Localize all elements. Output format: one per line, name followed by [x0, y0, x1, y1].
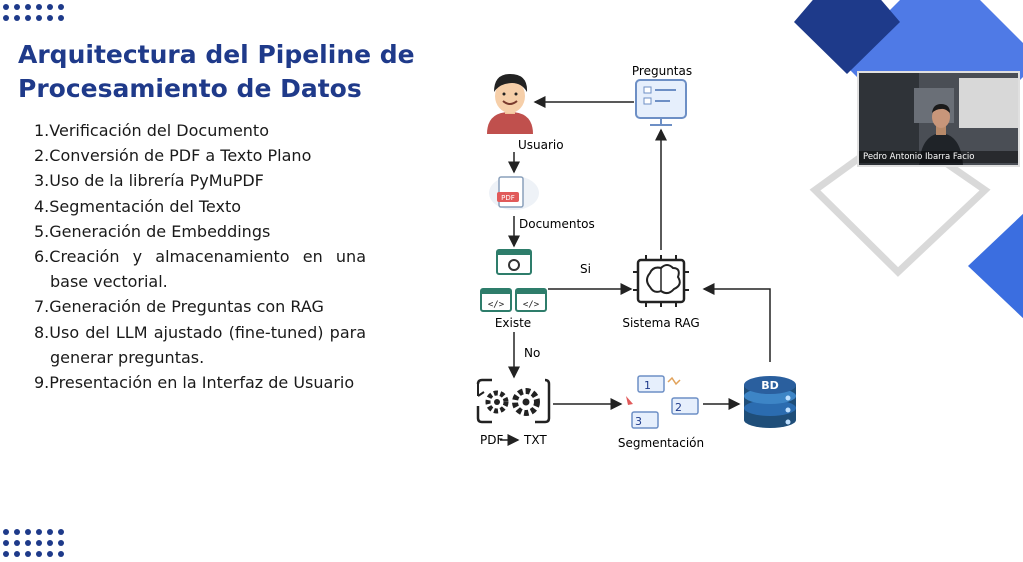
questions-screen-icon: [635, 79, 687, 126]
list-item: 3.Uso de la librería PyMuPDF: [34, 171, 264, 191]
code-windows-icon: </> </>: [480, 288, 547, 312]
label-sistema-rag: Sistema RAG: [622, 316, 699, 330]
diamond-dark-top: [794, 0, 900, 74]
list-item: 8.Uso del LLM ajustado (fine-tuned) para…: [34, 322, 366, 367]
participant-video-tile[interactable]: Pedro Antonio Ibarra Facio: [857, 71, 1020, 167]
label-usuario: Usuario: [518, 138, 564, 152]
documents-icon: PDF: [489, 176, 539, 210]
bd-label: BD: [761, 379, 779, 392]
pdf-badge: PDF: [501, 194, 515, 202]
video-feed: [859, 73, 1018, 165]
slide-title: Arquitectura del Pipeline de Procesamien…: [18, 40, 415, 103]
list-item: 9.Presentación en la Interfaz de Usuario: [34, 373, 355, 393]
label-documentos: Documentos: [519, 217, 595, 231]
conversion-gears-icon: [476, 378, 551, 424]
label-txt: TXT: [523, 433, 547, 447]
database-icon: BD: [744, 376, 796, 428]
label-segmentacion: Segmentación: [618, 436, 704, 450]
list-item: 4.Segmentación del Texto: [34, 196, 242, 216]
label-no: No: [524, 346, 540, 360]
diamond-light-right: [968, 213, 1023, 319]
decorative-dots-bottom: [3, 529, 64, 557]
decorative-dots-top: [3, 4, 64, 21]
label-si: Si: [580, 262, 591, 276]
list-item: 7.Generación de Preguntas con RAG: [34, 297, 324, 317]
list-item: 6.Creación y almacenamiento en una base …: [34, 247, 366, 292]
participant-name: Pedro Antonio Ibarra Facio: [859, 151, 1018, 163]
label-pdf: PDF: [480, 433, 503, 447]
list-item: 1.Verificación del Documento: [34, 121, 269, 140]
svg-text:2: 2: [675, 401, 682, 414]
label-preguntas: Preguntas: [632, 64, 692, 78]
label-existe: Existe: [495, 316, 531, 330]
svg-text:</>: </>: [488, 300, 505, 310]
pipeline-diagram: PDF </> </>: [476, 64, 796, 450]
diamond-outline: [809, 125, 991, 277]
flow-arrows: [500, 96, 771, 446]
svg-text:</>: </>: [523, 300, 540, 310]
svg-text:3: 3: [635, 415, 642, 428]
gear-window-icon: [496, 249, 532, 275]
svg-text:1: 1: [644, 379, 651, 392]
segmentation-icon: 1 2 3: [626, 375, 699, 429]
steps-list: 1.Verificación del Documento 2.Conversió…: [34, 118, 366, 395]
list-item: 2.Conversión de PDF a Texto Plano: [34, 146, 312, 166]
list-item: 5.Generación de Embeddings: [34, 221, 271, 241]
rag-brain-chip-icon: [633, 255, 689, 307]
user-avatar-icon: [487, 74, 533, 134]
